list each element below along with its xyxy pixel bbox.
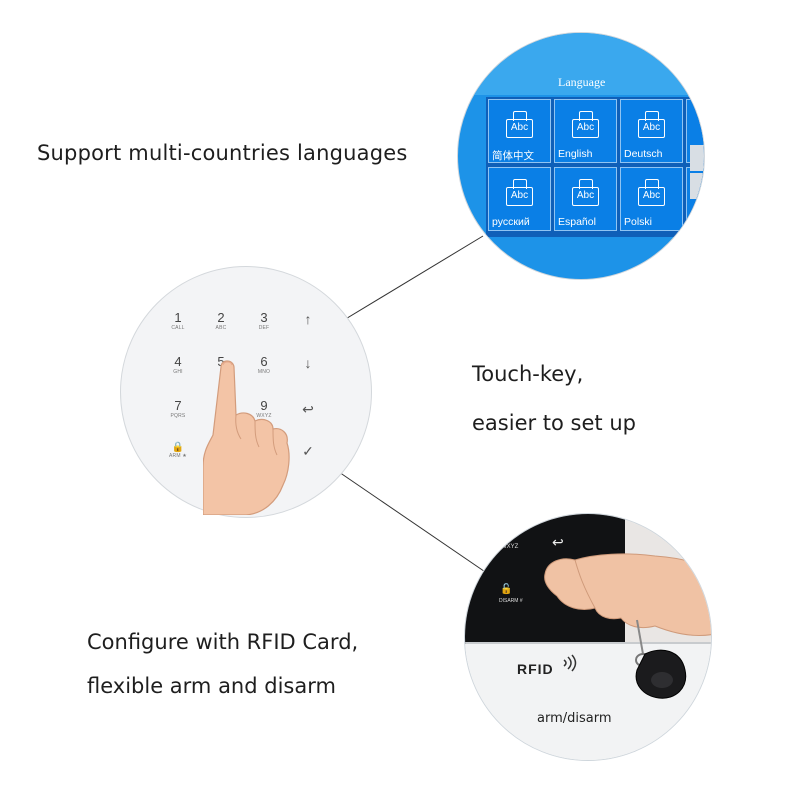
key-2[interactable]: 2 ABC xyxy=(206,310,236,332)
language-label: 简体中文 xyxy=(492,150,534,162)
key-sub: DEF xyxy=(258,325,270,331)
language-tile-english[interactable]: Abc English xyxy=(554,99,617,163)
language-label: русский xyxy=(492,216,530,228)
language-header: Language xyxy=(458,33,704,95)
caption-arm-disarm: flexible arm and disarm xyxy=(87,674,336,698)
rfid-zoom: WXYZ ↩ 🔓 DISARM # RFID arm/disarm xyxy=(464,513,712,761)
key-4[interactable]: 4 GHI xyxy=(163,354,193,376)
language-tile-deutsch[interactable]: Abc Deutsch xyxy=(620,99,683,163)
language-label: English xyxy=(558,148,593,160)
caption-easy-setup: easier to set up xyxy=(472,411,636,435)
back-arrow-icon: ↩ xyxy=(302,401,314,417)
check-icon: ✓ xyxy=(302,443,314,459)
sign-hanger-icon xyxy=(513,111,527,121)
down-arrow-icon: ↓ xyxy=(304,355,312,371)
key-up[interactable]: ↑ xyxy=(293,311,323,327)
language-grid: Abc 简体中文 Abc English Abc Deutsch Abc рус… xyxy=(486,97,704,237)
key-sub: MNO xyxy=(257,369,271,375)
rfid-logo: RFID xyxy=(517,661,554,677)
key-sub-wxyz: WXYZ xyxy=(501,544,519,550)
key-5[interactable]: 5 xyxy=(206,355,236,369)
lock-icon: 🔒 xyxy=(171,442,185,453)
key-sub: CALL xyxy=(171,325,185,331)
up-arrow-icon: ↑ xyxy=(304,311,312,327)
connector-language xyxy=(333,235,484,327)
language-screen-zoom: Language Abc 简体中文 Abc English Abc Deutsc… xyxy=(457,32,705,280)
side-tab xyxy=(690,173,704,199)
key-down[interactable]: ↓ xyxy=(293,355,323,371)
pointing-hand-icon xyxy=(203,360,290,515)
language-label: Deutsch xyxy=(624,148,663,160)
key-3[interactable]: 3 DEF xyxy=(249,310,279,332)
caption-touch-key: Touch-key, xyxy=(472,362,584,386)
abc-sign-icon: Abc xyxy=(638,187,665,206)
language-label: Polski xyxy=(624,216,653,228)
key-6[interactable]: 6 MNO xyxy=(249,354,279,376)
key-digit: 1 xyxy=(174,310,182,325)
key-digit: 2 xyxy=(217,310,225,325)
key-digit: 7 xyxy=(174,398,182,413)
sign-hanger-icon xyxy=(645,111,659,121)
key-9[interactable]: 9 WXYZ xyxy=(249,398,279,420)
language-tile-russian[interactable]: Abc русский xyxy=(488,167,551,231)
sign-hanger-icon xyxy=(513,179,527,189)
key-confirm[interactable]: ✓ xyxy=(293,443,323,460)
caption-languages: Support multi-countries languages xyxy=(37,141,408,165)
key-digit: 5 xyxy=(217,354,225,369)
key-back[interactable]: ↩ xyxy=(293,401,323,418)
key-digit: 6 xyxy=(260,354,268,369)
back-arrow-icon[interactable]: ↩ xyxy=(552,534,564,550)
hand-holding-tag-icon xyxy=(544,553,711,699)
sign-hanger-icon xyxy=(579,111,593,121)
language-tile-chinese[interactable]: Abc 简体中文 xyxy=(488,99,551,163)
abc-sign-icon: Abc xyxy=(506,119,533,138)
sign-hanger-icon xyxy=(645,179,659,189)
disarm-label: DISARM # xyxy=(499,598,523,604)
key-arm[interactable]: 🔒 ARM ★ xyxy=(163,442,193,459)
side-tab xyxy=(690,145,704,171)
key-digit: 9 xyxy=(260,398,268,413)
key-digit: 4 xyxy=(174,354,182,369)
rfid-waves-icon xyxy=(563,654,577,672)
language-title: Language xyxy=(558,75,606,89)
key-sub: ABC xyxy=(215,325,227,331)
language-tile-spanish[interactable]: Abc Español xyxy=(554,167,617,231)
key-sub: PQRS xyxy=(170,413,186,419)
language-label: Español xyxy=(558,216,596,228)
caption-rfid-config: Configure with RFID Card, xyxy=(87,630,359,654)
key-digit: 3 xyxy=(260,310,268,325)
abc-sign-icon: Abc xyxy=(572,119,599,138)
abc-sign-icon: Abc xyxy=(572,187,599,206)
key-sub: ARM ★ xyxy=(169,453,187,459)
abc-sign-icon: Abc xyxy=(506,187,533,206)
arm-disarm-caption: arm/disarm xyxy=(537,711,612,726)
abc-sign-icon: Abc xyxy=(638,119,665,138)
key-sub: GHI xyxy=(173,369,183,375)
language-tile-polish[interactable]: Abc Polski xyxy=(620,167,683,231)
key-sub: WXYZ xyxy=(256,413,272,419)
unlock-icon[interactable]: 🔓 xyxy=(500,584,513,595)
sign-hanger-icon xyxy=(579,179,593,189)
key-1[interactable]: 1 CALL xyxy=(163,310,193,332)
key-7[interactable]: 7 PQRS xyxy=(163,398,193,420)
